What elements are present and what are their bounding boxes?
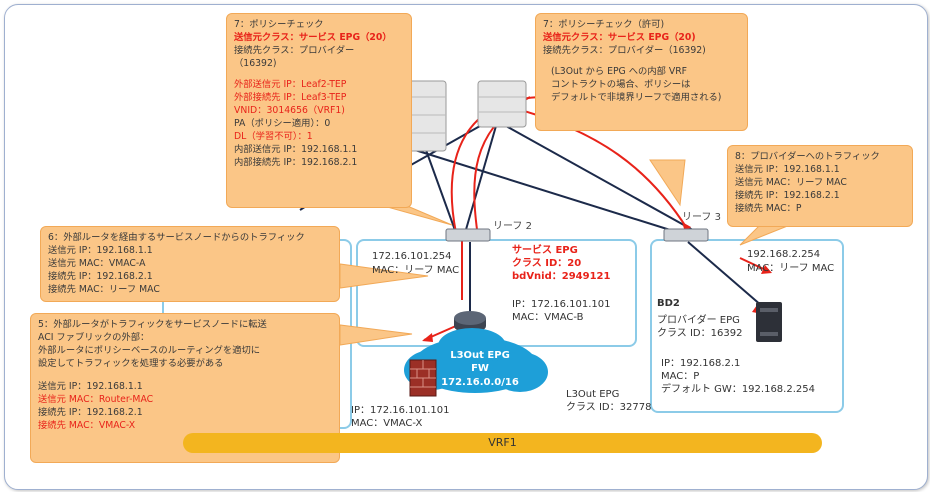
callout-line: 送信元 MAC：Router-MAC xyxy=(38,394,154,405)
provider-epg-class: クラス ID：16392 xyxy=(657,328,743,339)
callout-line: 送信元クラス：サービス EPG（20） xyxy=(234,32,392,43)
vrf-bar: VRF1 xyxy=(183,433,822,453)
policy-check-callout-2: 7：ポリシーチェック（許可) 送信元クラス：サービス EPG（20) 接続先クラ… xyxy=(535,13,748,131)
callout-title: 8：プロバイダーへのトラフィック xyxy=(735,151,880,162)
l3out-epg-label: L3Out EPG xyxy=(566,389,620,400)
bd2-mac: MAC：リーフ MAC xyxy=(747,263,835,274)
callout-line: 接続先 IP：192.168.2.1 xyxy=(38,407,143,418)
callout-line: （16392) xyxy=(234,58,277,69)
callout-line: コントラクトの場合、ポリシーは xyxy=(551,79,691,90)
bd2-name: BD2 xyxy=(657,298,680,309)
callout-line: 内部接続先 IP：192.168.2.1 xyxy=(234,157,358,168)
fw-mac: MAC：VMAC-X xyxy=(351,418,423,429)
provider-bd-box xyxy=(650,239,844,413)
callout-title: 6：外部ルータを経由するサービスノードからのトラフィック xyxy=(48,232,305,243)
callout-line: 接続先 MAC：リーフ MAC xyxy=(48,284,160,295)
provider-epg-label: プロバイダー EPG xyxy=(657,315,740,326)
callout-line: 接続先 MAC：VMAC-X xyxy=(38,420,136,431)
callout-title: 7：ポリシーチェック（許可) xyxy=(543,19,665,30)
provider-traffic-callout: 8：プロバイダーへのトラフィック 送信元 IP：192.168.1.1 送信元 … xyxy=(727,145,913,227)
callout-line: 送信元 IP：192.168.1.1 xyxy=(48,245,153,256)
fw-ip: IP：172.16.101.101 xyxy=(351,405,450,416)
service-bd-ip: 172.16.101.254 xyxy=(372,251,452,262)
callout-line: VNID：3014656（VRF1) xyxy=(234,105,345,116)
callout-line: 外部送信元 IP：Leaf2-TEP xyxy=(234,79,347,90)
callout-line: 送信元 MAC：リーフ MAC xyxy=(735,177,847,188)
callout-line: PA（ポリシー適用）：0 xyxy=(234,118,331,129)
service-epg-class: クラス ID：20 xyxy=(512,258,582,269)
callout-line: 接続先 MAC：P xyxy=(735,203,802,214)
callout-line: 接続先 IP：192.168.2.1 xyxy=(735,190,840,201)
callout-line: 送信元クラス：サービス EPG（20) xyxy=(543,32,696,43)
callout-line: 設定してトラフィックを処理する必要がある xyxy=(38,358,224,369)
callout-line: 接続先クラス：プロバイダー xyxy=(234,45,355,56)
callout-line: 内部送信元 IP：192.168.1.1 xyxy=(234,144,358,155)
leaf2-label: リーフ 2 xyxy=(493,221,532,232)
callout-title: 5：外部ルータがトラフィックをサービスノードに転送 xyxy=(38,319,267,330)
policy-check-callout-1: 7：ポリシーチェック 送信元クラス：サービス EPG（20） 接続先クラス：プロ… xyxy=(226,13,412,208)
leaf3-label: リーフ 3 xyxy=(682,212,721,223)
callout-line: 接続先クラス：プロバイダー（16392) xyxy=(543,45,706,56)
callout-title: 7：ポリシーチェック xyxy=(234,19,324,30)
service-node-traffic-callout: 6：外部ルータを経由するサービスノードからのトラフィック 送信元 IP：192.… xyxy=(40,226,340,302)
l3out-epg-class: クラス ID：32778 xyxy=(566,402,652,413)
cloud-subnet: 172.16.0.0/16 xyxy=(441,377,519,388)
service-bd-mac: MAC：リーフ MAC xyxy=(372,265,460,276)
service-node-ip: IP：172.16.101.101 xyxy=(512,299,611,310)
callout-line: デフォルトで非境界リーフで適用される) xyxy=(551,92,722,103)
service-bd-vnid: bdVnid：2949121 xyxy=(512,271,611,282)
service-node-mac: MAC：VMAC-B xyxy=(512,312,584,323)
callout-line: 接続先 IP：192.168.2.1 xyxy=(48,271,153,282)
service-epg-label: サービス EPG xyxy=(512,245,578,256)
provider-host-ip: IP：192.168.2.1 xyxy=(661,358,741,369)
callout-line: ACI ファブリックの外部： xyxy=(38,332,150,343)
callout-line: (L3Out から EPG への内部 VRF xyxy=(551,66,688,77)
callout-line: 送信元 IP：192.168.1.1 xyxy=(735,164,840,175)
callout-line: 外部ルータにポリシーベースのルーティングを適切に xyxy=(38,345,261,356)
cloud-title: L3Out EPG xyxy=(450,350,510,361)
callout-line: 外部接続先 IP：Leaf3-TEP xyxy=(234,92,347,103)
callout-line: DL（学習不可）：1 xyxy=(234,131,313,142)
provider-host-mac: MAC：P xyxy=(661,371,700,382)
bd2-ip: 192.168.2.254 xyxy=(747,249,821,260)
callout-line: 送信元 MAC：VMAC-A xyxy=(48,258,146,269)
provider-default-gw: デフォルト GW：192.168.2.254 xyxy=(661,384,815,395)
cloud-fw-label: FW xyxy=(471,363,489,374)
callout-line: 送信元 IP：192.168.1.1 xyxy=(38,381,143,392)
